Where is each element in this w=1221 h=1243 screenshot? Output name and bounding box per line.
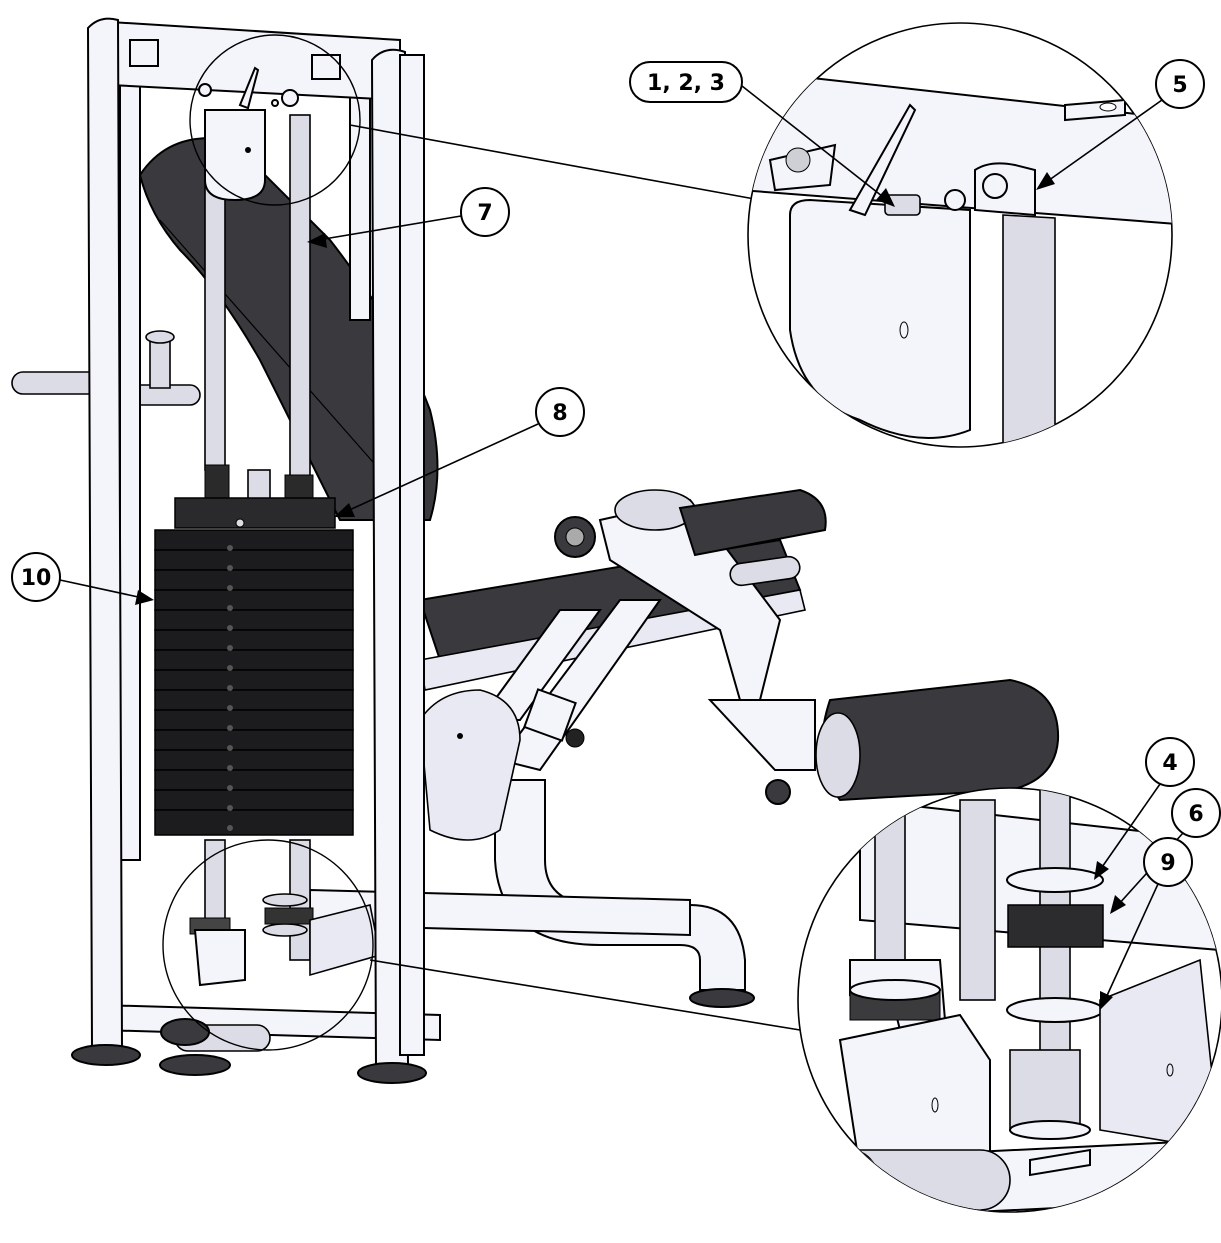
leg-extension-arm [554, 488, 1060, 805]
callout-label-1-2-3: 1, 2, 3 [647, 71, 725, 96]
front-posts [71, 17, 427, 1084]
callout-10: 10 [11, 552, 154, 605]
callout-6: 6 [1110, 788, 1221, 914]
callout-9: 9 [1100, 837, 1193, 1010]
callout-label-10: 10 [21, 566, 52, 591]
callout-label-5: 5 [1172, 73, 1187, 98]
zoom-indicator-top [189, 34, 361, 206]
bottom-assembly [99, 893, 441, 1076]
callout-4: 4 [1094, 737, 1195, 880]
callout-8: 8 [334, 387, 585, 517]
callout-7: 7 [307, 187, 510, 248]
callout-label-4: 4 [1162, 751, 1177, 776]
top-detail-view [747, 22, 1173, 448]
bottom-detail-view [797, 787, 1221, 1213]
callout-label-9: 9 [1160, 851, 1175, 876]
top-crossbar [109, 20, 401, 102]
machine-illustration [11, 17, 1060, 1084]
top-plate-assembly [198, 66, 299, 202]
callout-label-8: 8 [552, 401, 567, 426]
zoom-indicator-bottom [162, 839, 374, 1051]
callout-label-7: 7 [477, 201, 492, 226]
callout-5: 5 [1036, 59, 1205, 190]
callout-label-6: 6 [1188, 802, 1203, 827]
weight-stack [154, 497, 354, 836]
callout-1-2-3: 1, 2, 3 [629, 61, 895, 207]
